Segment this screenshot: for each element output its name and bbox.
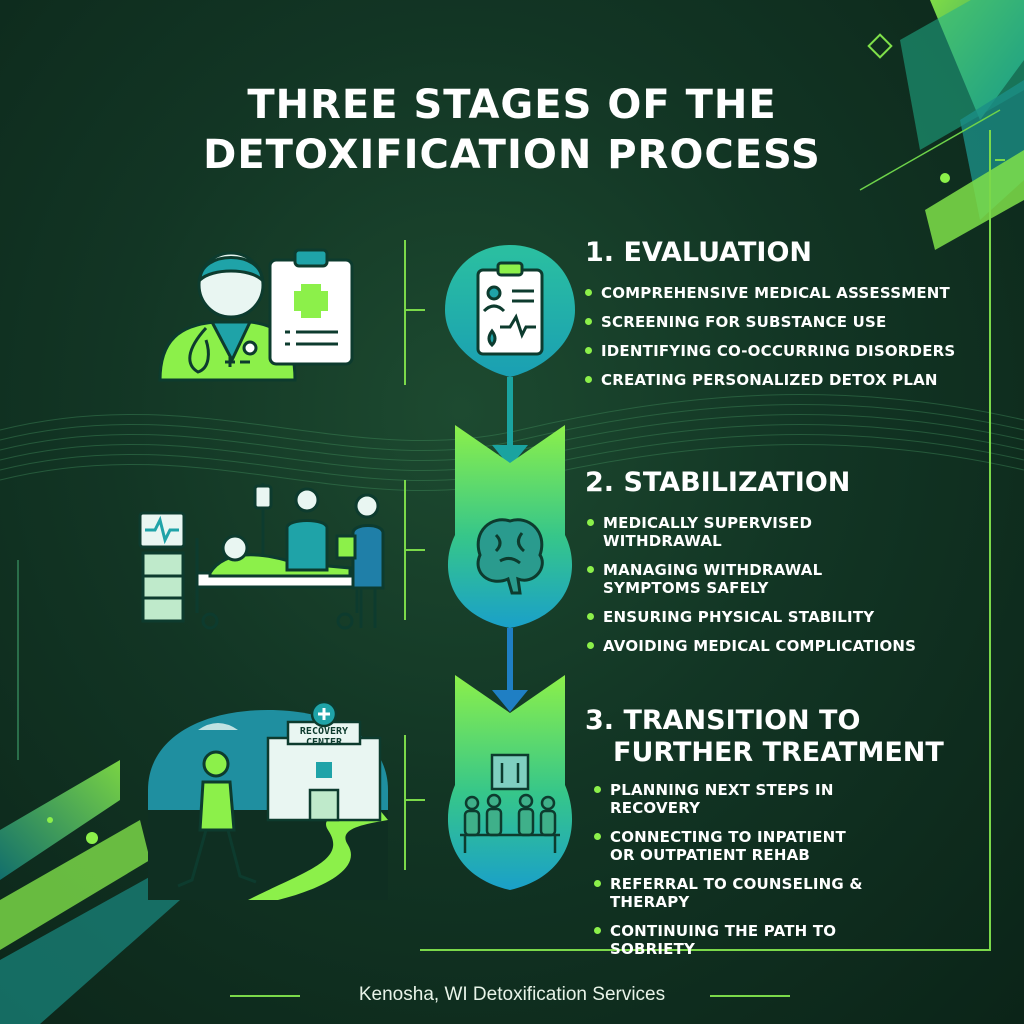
hospital-bed-with-staff-icon [138,483,385,630]
stage-1-heading: 1. EVALUATION [585,237,812,268]
page-title: THREE STAGES OF THE DETOXIFICATION PROCE… [0,80,1024,180]
stage-2-bullets: MEDICALLY SUPERVISED WITHDRAWAL MANAGING… [587,514,916,666]
list-item: CREATING PERSONALIZED DETOX PLAN [585,371,975,389]
list-item: MANAGING WITHDRAWAL SYMPTOMS SAFELY [587,561,847,597]
footer-rule-right [710,995,790,997]
list-item: CONTINUING THE PATH TO SOBRIETY [594,922,924,958]
list-item: CONNECTING TO INPATIENT OR OUTPATIENT RE… [594,828,854,864]
stage-1-bullets: COMPREHENSIVE MEDICAL ASSESSMENT SCREENI… [585,284,975,400]
stage-3-heading-line-1: 3. TRANSITION TO [585,705,861,736]
list-item: SCREENING FOR SUBSTANCE USE [585,313,975,331]
brain-icon [476,518,544,595]
stage-2-heading: 2. STABILIZATION [585,467,851,498]
footer-text: Kenosha, WI Detoxification Services [358,984,666,1005]
stage-1-badge [445,245,575,377]
doctor-with-clipboard-icon [158,248,354,382]
stage-3-heading: 3. TRANSITION TO FURTHER TREATMENT [585,705,944,770]
list-item: MEDICALLY SUPERVISED WITHDRAWAL [587,514,927,550]
stage-3-bullets: PLANNING NEXT STEPS IN RECOVERY CONNECTI… [594,781,862,969]
clipboard-chart-icon [476,261,544,356]
building-sign-line-1: RECOVERY [299,726,349,737]
building-sign-line-2: CENTER [305,737,343,748]
stage-3-heading-line-2: FURTHER TREATMENT [613,737,944,769]
process-flow [445,245,575,890]
list-item: IDENTIFYING CO-OCCURRING DISORDERS [585,342,975,360]
title-line-2: DETOXIFICATION PROCESS [203,132,821,178]
walking-to-recovery-center-icon: RECOVERY CENTER [148,700,388,900]
stage-2-badge [447,425,573,628]
building-sign: RECOVERY CENTER [284,726,364,748]
list-item: ENSURING PHYSICAL STABILITY [587,608,927,626]
list-item: PLANNING NEXT STEPS IN RECOVERY [594,781,924,817]
group-therapy-icon [460,753,560,853]
list-item: AVOIDING MEDICAL COMPLICATIONS [587,637,927,655]
list-item: REFERRAL TO COUNSELING & THERAPY [594,875,924,911]
list-item: COMPREHENSIVE MEDICAL ASSESSMENT [585,284,975,302]
footer-rule-left [230,995,300,997]
title-line-1: THREE STAGES OF THE [247,82,777,128]
stage-3-badge [447,675,573,890]
